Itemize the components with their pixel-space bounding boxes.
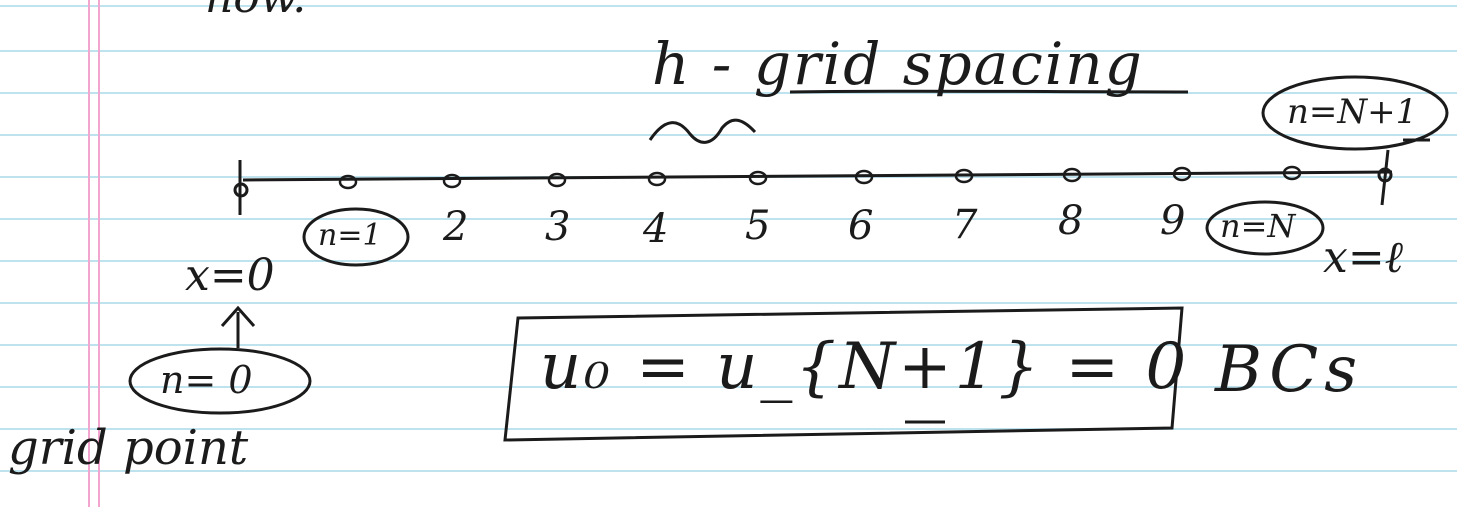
left-end-point — [233, 182, 249, 198]
grid-number-5: 5 — [745, 203, 771, 249]
grid-point-2 — [442, 173, 462, 189]
grid-number-7: 7 — [952, 202, 978, 248]
circle-n-last — [1205, 200, 1325, 256]
grid-point-3 — [547, 172, 567, 188]
right-end-tick — [1380, 149, 1390, 206]
grid-point-9 — [1172, 166, 1192, 182]
grid-point-4 — [647, 171, 667, 187]
grid-number-4: 4 — [643, 206, 669, 252]
label-bcs: BCs — [1215, 333, 1364, 407]
grid-number-2: 2 — [443, 204, 469, 250]
label-grid-point: grid point — [8, 420, 249, 476]
label-x-zero: x=0 — [185, 250, 275, 301]
top-partial-word: now. — [205, 0, 306, 23]
grid-point-6 — [854, 169, 874, 185]
grid-number-8: 8 — [1058, 198, 1084, 244]
grid-number-3: 3 — [545, 204, 571, 250]
grid-point-1 — [338, 174, 358, 190]
grid-number-6: 6 — [848, 203, 874, 249]
label-n-final: n=N+1 — [1287, 92, 1418, 132]
right-end-point — [1377, 167, 1393, 183]
label-n-last: n=N — [1220, 207, 1296, 245]
grid-number-9: 9 — [1160, 198, 1186, 244]
label-n-zero: n= 0 — [160, 358, 253, 402]
circle-n-first — [302, 207, 410, 267]
grid-point-8 — [1062, 167, 1082, 183]
heading-grid-spacing: h - grid spacing — [652, 30, 1144, 98]
boundary-equation: u₀ = u_{N+1} = 0 — [540, 330, 1190, 404]
circle-n-final — [1261, 75, 1449, 151]
heading-underline — [789, 89, 1189, 94]
label-x-ell: x=ℓ — [1323, 232, 1404, 283]
grid-point-7 — [954, 168, 974, 184]
circle-n-zero — [128, 347, 312, 415]
grid-point-10 — [1282, 165, 1302, 181]
margin-line-right — [98, 0, 100, 507]
grid-axis-line — [242, 170, 1393, 182]
equation-box — [503, 306, 1184, 442]
grid-points — [338, 165, 1302, 190]
arrow-head-icon — [220, 305, 256, 327]
tilde-mark — [648, 118, 757, 144]
margin-line-left — [88, 0, 90, 507]
label-n-first: n=1 — [318, 218, 382, 253]
grid-point-5 — [748, 170, 768, 186]
